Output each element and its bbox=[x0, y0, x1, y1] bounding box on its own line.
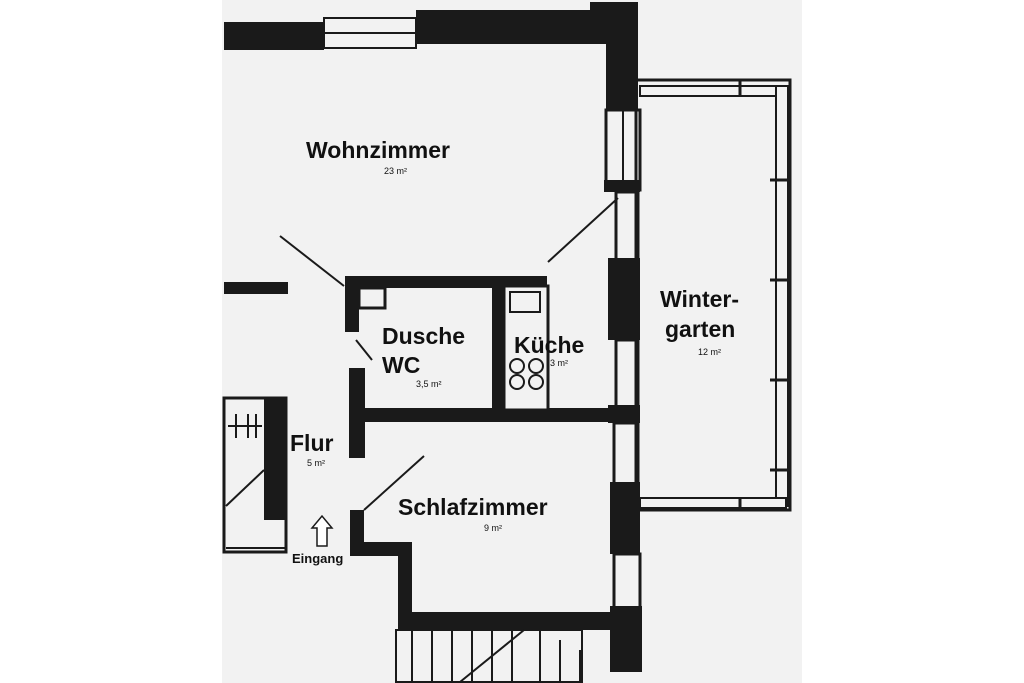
room-name-schlafzimmer: Schlafzimmer bbox=[398, 494, 548, 520]
room-name-flur: Flur bbox=[290, 430, 334, 456]
door-swing-bedroom bbox=[363, 455, 425, 511]
bath-kitchen-top-wall bbox=[345, 276, 547, 288]
room-name-wohnzimmer: Wohnzimmer bbox=[306, 137, 450, 163]
room-area-dusche-wc: 3,5 m² bbox=[416, 379, 442, 389]
room-name-dusche: Dusche bbox=[382, 323, 466, 349]
bedroom-bottom-wall bbox=[398, 612, 640, 630]
room-area-wohnzimmer: 23 m² bbox=[384, 166, 408, 176]
room-area-wintergarten: 12 m² bbox=[698, 347, 722, 357]
room-name-wc: WC bbox=[382, 352, 421, 378]
right-exterior-wall bbox=[606, 38, 638, 110]
room-area-kueche: 3 m² bbox=[550, 358, 568, 368]
room-area-flur: 5 m² bbox=[307, 458, 325, 468]
wintergarten-frame bbox=[634, 78, 792, 512]
room-name-kueche: Küche bbox=[514, 332, 585, 358]
door-swing-bath bbox=[355, 339, 373, 361]
staircase-bottom bbox=[395, 629, 583, 683]
room-area-schlafzimmer: 9 m² bbox=[484, 523, 502, 533]
door-swing-kitchen bbox=[547, 197, 619, 263]
up-arrow-icon bbox=[310, 514, 334, 547]
door-swing-living bbox=[279, 235, 345, 287]
room-name-garten: garten bbox=[665, 316, 736, 342]
entrance-label: Eingang bbox=[292, 551, 344, 566]
room-name-winter: Winter- bbox=[660, 286, 740, 312]
top-exterior-wall bbox=[224, 22, 324, 50]
